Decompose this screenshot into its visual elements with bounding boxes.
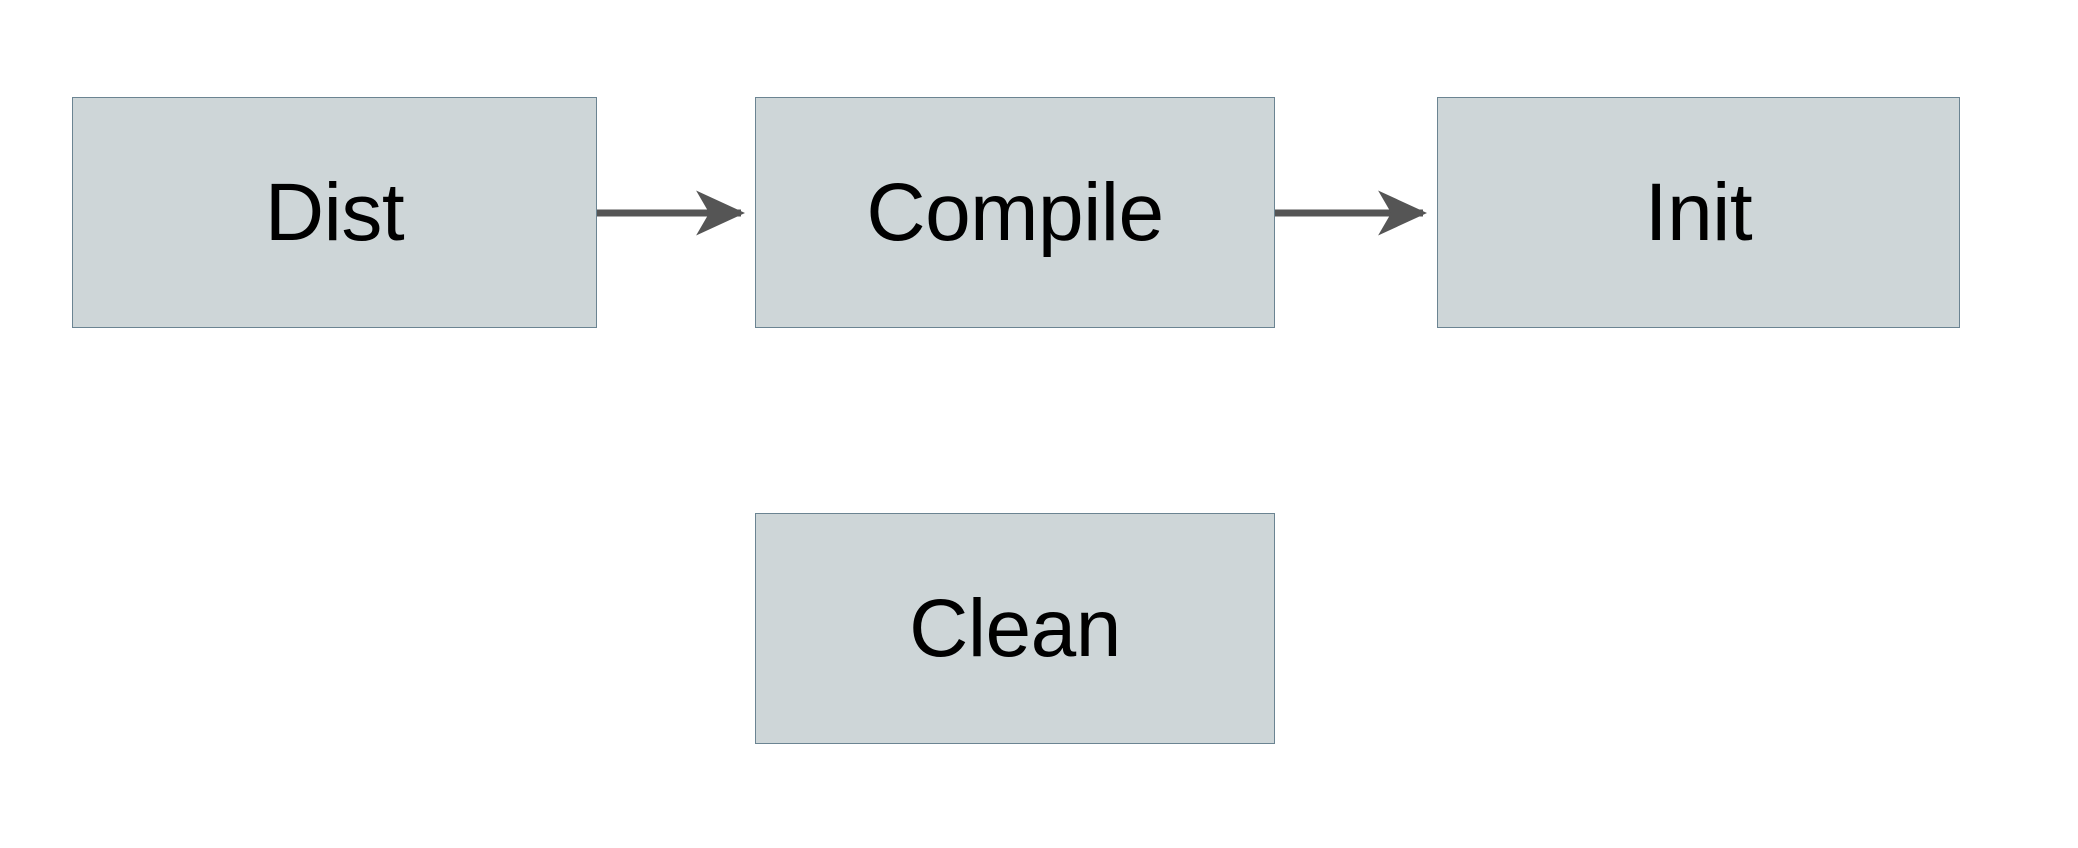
node-compile-label: Compile xyxy=(866,166,1164,258)
node-dist[interactable]: Dist xyxy=(72,97,597,328)
node-clean-label: Clean xyxy=(909,582,1121,674)
node-init-label: Init xyxy=(1644,166,1753,258)
node-init[interactable]: Init xyxy=(1437,97,1960,328)
node-compile[interactable]: Compile xyxy=(755,97,1275,328)
node-clean[interactable]: Clean xyxy=(755,513,1275,744)
node-dist-label: Dist xyxy=(264,166,405,258)
